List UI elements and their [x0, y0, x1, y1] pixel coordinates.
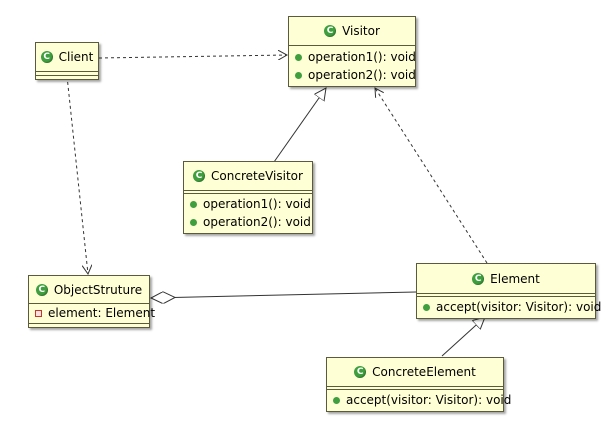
public-method-icon: [295, 71, 302, 79]
rel-element-visitor: [375, 88, 488, 264]
public-method-icon: [333, 396, 340, 404]
attribute-text: element: Element: [48, 306, 156, 320]
class-concreteelement-name: ConcreteElement: [372, 365, 476, 379]
class-client-name: Client: [58, 50, 94, 64]
public-method-icon: [295, 53, 302, 61]
class-concreteelement-header: C ConcreteElement: [327, 358, 503, 387]
rel-concreteelement-element: [441, 317, 485, 357]
class-c-icon: C: [35, 283, 48, 296]
class-client-operations: [36, 76, 98, 79]
class-client[interactable]: C Client: [35, 42, 99, 80]
class-visitor-header: C Visitor: [289, 17, 415, 46]
operation-row: accept(visitor: Visitor): void: [417, 298, 601, 316]
operation-row: operation1(): void: [184, 195, 312, 213]
class-client-attributes: [36, 72, 98, 76]
operation-row: accept(visitor: Visitor): void: [327, 391, 511, 409]
class-c-icon: C: [354, 366, 367, 378]
class-concretevisitor-name: ConcreteVisitor: [211, 169, 303, 183]
private-field-icon: [35, 309, 42, 317]
operation-row: operation2(): void: [289, 66, 416, 84]
class-concretevisitor-header: C ConcreteVisitor: [184, 162, 312, 191]
operation-row: operation2(): void: [184, 213, 312, 231]
rel-client-visitor: [98, 55, 287, 58]
class-element[interactable]: C Element accept(visitor: Visitor): void: [416, 263, 601, 319]
class-element-name: Element: [490, 271, 540, 286]
class-objectstruture-operations: [29, 324, 149, 327]
class-concreteelement-operations: accept(visitor: Visitor): void: [327, 390, 511, 411]
class-objectstruture-header: C ObjectStruture: [29, 276, 149, 304]
class-concretevisitor-attributes: [184, 191, 312, 194]
class-concrete-element[interactable]: C ConcreteElement accept(visitor: Visito…: [326, 357, 511, 412]
operation-text: operation1(): void: [203, 197, 311, 211]
operation-text: operation1(): void: [308, 50, 416, 64]
public-method-icon: [423, 303, 430, 311]
class-client-header: C Client: [36, 43, 98, 72]
class-c-icon: C: [324, 25, 337, 37]
attribute-row: element: Element: [29, 304, 155, 322]
class-element-header: C Element: [417, 264, 595, 294]
class-c-icon: C: [40, 51, 53, 63]
class-concreteelement-attributes: [327, 387, 503, 390]
operation-text: accept(visitor: Visitor): void: [436, 300, 602, 314]
operation-row: operation1(): void: [289, 48, 416, 66]
class-visitor-operations: operation1(): void operation2(): void: [289, 46, 416, 86]
operation-text: accept(visitor: Visitor): void: [346, 393, 512, 407]
rel-client-objectstruture: [66, 75, 88, 274]
class-c-icon: C: [193, 170, 206, 182]
class-object-struture[interactable]: C ObjectStruture element: Element: [28, 275, 155, 328]
operation-text: operation2(): void: [203, 215, 311, 229]
class-c-icon: C: [472, 272, 485, 285]
class-objectstruture-attributes: element: Element: [29, 304, 155, 324]
class-visitor[interactable]: C Visitor operation1(): void operation2(…: [288, 16, 416, 87]
public-method-icon: [190, 200, 197, 208]
class-visitor-name: Visitor: [342, 24, 380, 38]
public-method-icon: [190, 218, 197, 226]
class-element-operations: accept(visitor: Visitor): void: [417, 297, 601, 318]
rel-objectstruture-element: [151, 292, 417, 298]
class-objectstruture-name: ObjectStruture: [53, 282, 143, 297]
class-concrete-visitor[interactable]: C ConcreteVisitor operation1(): void ope…: [183, 161, 313, 234]
class-element-attributes: [417, 294, 595, 297]
class-concretevisitor-operations: operation1(): void operation2(): void: [184, 194, 312, 233]
operation-text: operation2(): void: [308, 68, 416, 82]
rel-concretevisitor-visitor: [273, 88, 326, 163]
